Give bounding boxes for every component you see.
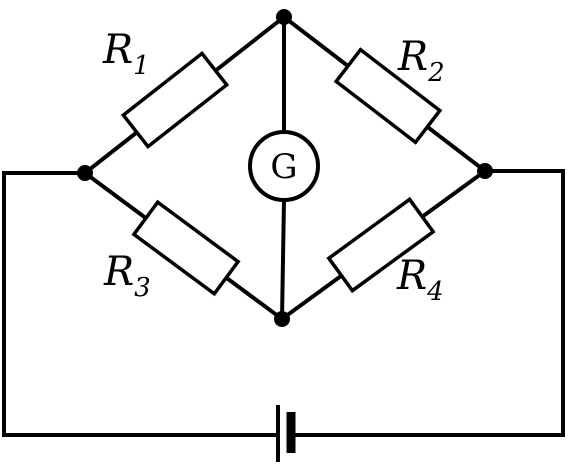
label-r4-subscript: 4 xyxy=(426,277,444,307)
galvanometer-label: G xyxy=(270,147,297,187)
resistor-r3-body xyxy=(131,199,241,297)
label-r3-symbol: R xyxy=(103,249,134,295)
wire-left-node-to-battery xyxy=(2,171,280,437)
junction-node-left xyxy=(77,165,93,181)
resistor-r3 xyxy=(131,199,241,297)
junction-node-right xyxy=(477,163,493,179)
label-r3: R3 xyxy=(103,249,151,303)
label-r1-subscript: 1 xyxy=(133,51,150,81)
junction-node-bottom xyxy=(274,311,290,327)
resistor-r2 xyxy=(333,47,443,145)
label-r4: R4 xyxy=(396,253,444,307)
resistor-r4-body xyxy=(326,196,436,294)
resistor-r4 xyxy=(326,196,436,294)
galvanometer: G xyxy=(248,130,320,202)
junction-node-top xyxy=(276,9,292,25)
wire-right-node-to-battery xyxy=(289,169,565,437)
resistor-r1-body xyxy=(120,50,230,150)
label-r3-subscript: 3 xyxy=(134,273,151,303)
label-r2-symbol: R xyxy=(397,34,428,80)
galvanometer-circle xyxy=(248,130,320,202)
label-r2: R2 xyxy=(397,34,445,88)
wire-galvanometer-to-bottom-node xyxy=(279,197,287,322)
label-r1-symbol: R xyxy=(102,27,133,73)
label-r1: R1 xyxy=(102,27,150,81)
label-r4-symbol: R xyxy=(396,253,427,299)
resistor-r2-body xyxy=(333,47,443,145)
resistor-r1 xyxy=(120,50,230,150)
label-r2-subscript: 2 xyxy=(427,58,445,88)
battery-symbol xyxy=(276,405,296,462)
